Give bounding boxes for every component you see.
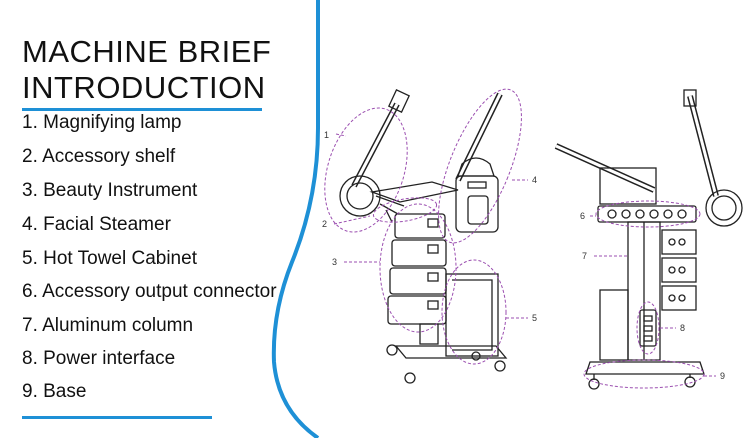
- heading-line-2: INTRODUCTION: [22, 70, 266, 105]
- part-item-7: 7. Aluminum column: [22, 315, 194, 336]
- front-callout-2: 2: [322, 219, 327, 229]
- front-callout-labels: 1 2 3 4 5: [322, 130, 537, 323]
- heading-line-1: MACHINE BRIEF: [22, 34, 272, 69]
- rear-view-machine: [554, 89, 743, 390]
- rear-callout-outlines: [583, 200, 716, 389]
- rear-callout-7: 7: [582, 251, 587, 261]
- heading: MACHINE BRIEF INTRODUCTION: [22, 34, 272, 111]
- front-view-machine: [339, 89, 508, 384]
- front-callout-outlines: [324, 88, 528, 365]
- part-item-5: 5. Hot Towel Cabinet: [22, 248, 197, 269]
- part-item-1: 1. Magnifying lamp: [22, 112, 182, 133]
- rear-callout-8: 8: [680, 323, 685, 333]
- rear-callout-9: 9: [720, 371, 725, 381]
- front-callout-1: 1: [324, 130, 329, 140]
- rear-callout-6: 6: [580, 211, 585, 221]
- part-item-4: 4. Facial Steamer: [22, 214, 171, 235]
- heading-underline: [22, 108, 262, 111]
- footer-underline: [22, 416, 212, 419]
- part-item-8: 8. Power interface: [22, 348, 176, 369]
- front-callout-5: 5: [532, 313, 537, 323]
- divider-curve: [271, 0, 320, 438]
- part-item-9: 9. Base: [22, 381, 87, 402]
- front-callout-3: 3: [332, 257, 337, 267]
- part-item-3: 3. Beauty Instrument: [22, 180, 198, 201]
- part-item-6: 6. Accessory output connector: [22, 281, 277, 302]
- rear-callout-labels: 6 7 8 9: [580, 211, 725, 381]
- front-callout-4: 4: [532, 175, 537, 185]
- part-item-2: 2. Accessory shelf: [22, 146, 176, 167]
